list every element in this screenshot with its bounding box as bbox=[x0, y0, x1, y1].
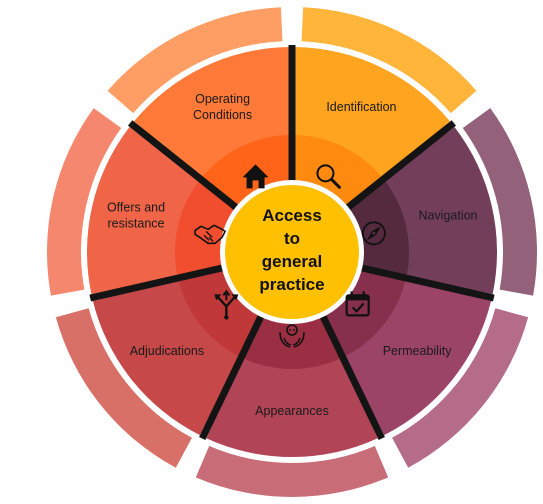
segment-label-line: Operating bbox=[195, 92, 250, 106]
segment-label-identification: Identification bbox=[326, 100, 396, 114]
outer-segment-operating-conditions bbox=[107, 7, 283, 114]
outer-segment-navigation bbox=[462, 108, 538, 296]
segment-label-offers-and-resistance: Offers and resistance bbox=[107, 201, 165, 231]
divider-offers-and-resistance bbox=[89, 263, 226, 302]
outer-segment-identification bbox=[301, 7, 477, 114]
divider-appearances bbox=[318, 312, 385, 441]
center-title-line: general bbox=[262, 252, 322, 271]
inner-segment-operating-conditions bbox=[201, 135, 291, 207]
outer-segment-appearances bbox=[195, 446, 389, 497]
center-title-line: to bbox=[284, 229, 300, 248]
segment-label-line: Appearances bbox=[255, 404, 329, 418]
segment-label-navigation: Navigation bbox=[418, 209, 477, 223]
compass-icon bbox=[361, 221, 386, 246]
handshake-icon bbox=[194, 224, 226, 245]
segment-label-line: Identification bbox=[326, 100, 396, 114]
outer-segment-offers-and-resistance bbox=[46, 108, 122, 296]
outer-segment-adjudications bbox=[55, 308, 192, 468]
center-title-line: Access bbox=[262, 206, 322, 225]
segment-label-line: Permeability bbox=[383, 344, 453, 358]
divider-operating-conditions bbox=[127, 120, 241, 212]
segment-label-line: resistance bbox=[108, 217, 165, 231]
segment-label-line: Offers and bbox=[107, 201, 165, 215]
inner-segment-permeability bbox=[323, 269, 406, 357]
hands-people-icon bbox=[279, 324, 305, 348]
diverging-arrows-icon bbox=[214, 289, 239, 320]
segment-label-line: Conditions bbox=[193, 108, 252, 122]
home-icon bbox=[242, 164, 269, 189]
center-title-line: practice bbox=[259, 275, 324, 294]
inner-segment-identification bbox=[293, 135, 383, 207]
divider-navigation bbox=[343, 120, 457, 212]
center-title: Access to general practice bbox=[259, 206, 324, 294]
inner-segment-adjudications bbox=[178, 269, 261, 357]
segment-label-permeability: Permeability bbox=[383, 344, 453, 358]
outer-segment-permeability bbox=[392, 308, 529, 468]
segment-label-line: Navigation bbox=[418, 209, 477, 223]
middle-segment-appearances[interactable] bbox=[206, 338, 378, 458]
inner-segment-appearances bbox=[243, 316, 341, 370]
segment-label-line: Adjudications bbox=[130, 344, 204, 358]
center-disc bbox=[225, 185, 359, 319]
calendar-check-icon bbox=[345, 291, 370, 317]
magnifier-icon bbox=[316, 164, 341, 189]
divider-adjudications bbox=[199, 312, 266, 441]
segment-dividers bbox=[89, 45, 495, 441]
divider-permeability bbox=[358, 263, 495, 302]
segment-label-adjudications: Adjudications bbox=[130, 344, 204, 358]
outer-ring bbox=[46, 7, 538, 497]
segment-label-appearances: Appearances bbox=[255, 404, 329, 418]
